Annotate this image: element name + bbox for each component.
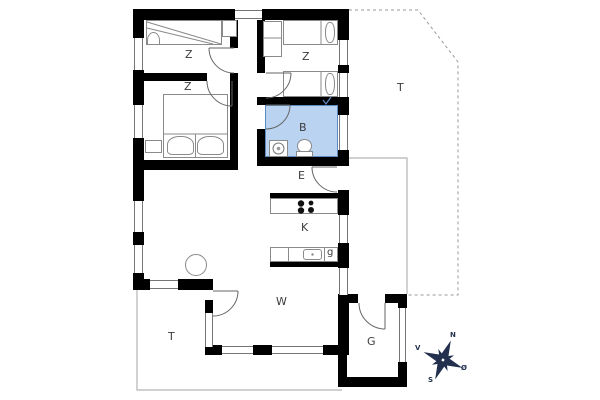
kitchen-counter-back xyxy=(270,262,338,267)
wall-segment xyxy=(338,9,349,40)
wall-segment xyxy=(144,160,238,170)
window xyxy=(235,10,262,19)
window xyxy=(222,346,253,354)
overhang-dashed-outline xyxy=(349,9,459,296)
wall-segment xyxy=(133,279,150,290)
compass-rose-icon xyxy=(423,340,463,380)
counter-divider xyxy=(324,247,325,262)
stove-counter xyxy=(270,198,338,214)
wall-segment xyxy=(178,279,213,290)
wall-segment xyxy=(205,300,213,313)
wall-segment xyxy=(338,294,347,387)
pillow xyxy=(325,22,335,43)
wall-segment xyxy=(338,65,349,73)
wall-segment xyxy=(230,73,238,168)
wall-segment xyxy=(257,20,265,73)
room-label-living-room: W xyxy=(276,295,287,308)
window xyxy=(134,38,143,70)
door-arc xyxy=(358,302,386,330)
wall-segment xyxy=(144,73,207,81)
window xyxy=(339,215,348,243)
wall-segment xyxy=(133,70,144,105)
pillow xyxy=(167,136,194,155)
wall-segment xyxy=(133,138,144,201)
window xyxy=(134,105,143,138)
wall-segment xyxy=(338,190,349,215)
carport-outline xyxy=(349,157,408,294)
pillow xyxy=(325,73,335,95)
wall-segment xyxy=(253,345,272,355)
cabinet xyxy=(263,21,282,57)
window xyxy=(272,346,323,354)
wall-segment xyxy=(338,97,349,115)
wood-stove-icon xyxy=(185,254,207,276)
compass-label-east: Ø xyxy=(461,364,467,372)
wall-segment xyxy=(338,243,349,268)
room-label-pantry: g xyxy=(327,247,334,258)
compass-label-north: N xyxy=(450,331,456,339)
wall-segment xyxy=(257,129,265,157)
wall-segment xyxy=(133,9,235,20)
room-label-bedroom-mid-left: Z xyxy=(184,80,192,93)
window xyxy=(399,308,406,362)
window xyxy=(339,40,348,65)
room-label-terrace-east: T xyxy=(397,81,404,94)
washing-machine-icon xyxy=(269,140,288,157)
wall-segment xyxy=(347,294,358,303)
counter-divider xyxy=(288,247,289,262)
room-label-bathroom: B xyxy=(299,121,307,134)
kitchen-counter-back xyxy=(270,193,338,198)
window xyxy=(339,73,348,97)
wall-segment xyxy=(257,97,349,105)
nightstand xyxy=(222,20,237,37)
wall-segment xyxy=(133,9,144,38)
door-arc xyxy=(212,290,239,317)
room-label-bedroom-top-right: Z xyxy=(302,50,310,63)
window xyxy=(205,313,213,347)
window xyxy=(150,280,178,289)
compass-label-west: V xyxy=(415,344,421,352)
window xyxy=(134,245,143,273)
door-arc xyxy=(208,47,235,74)
dresser xyxy=(145,140,162,153)
room-label-bedroom-top-left: Z xyxy=(185,48,193,61)
pillow xyxy=(197,136,224,155)
wall-segment xyxy=(133,232,144,245)
window xyxy=(339,115,348,150)
wall-segment xyxy=(257,157,349,166)
wall-segment xyxy=(385,294,407,303)
door-arc xyxy=(311,166,338,193)
wall-segment xyxy=(398,362,407,377)
sink-icon xyxy=(303,249,322,260)
room-label-terrace-south: T xyxy=(168,330,175,343)
room-label-garage: G xyxy=(367,335,376,348)
compass-label-south: S xyxy=(428,376,434,384)
window xyxy=(134,201,143,232)
room-label-kitchen: K xyxy=(301,221,309,234)
wall-segment xyxy=(398,294,407,308)
wall-segment xyxy=(262,9,349,20)
window xyxy=(339,268,348,295)
pillow xyxy=(147,32,160,44)
room-label-entry: E xyxy=(298,169,305,182)
toilet-icon xyxy=(296,151,313,157)
wall-segment xyxy=(338,377,407,387)
